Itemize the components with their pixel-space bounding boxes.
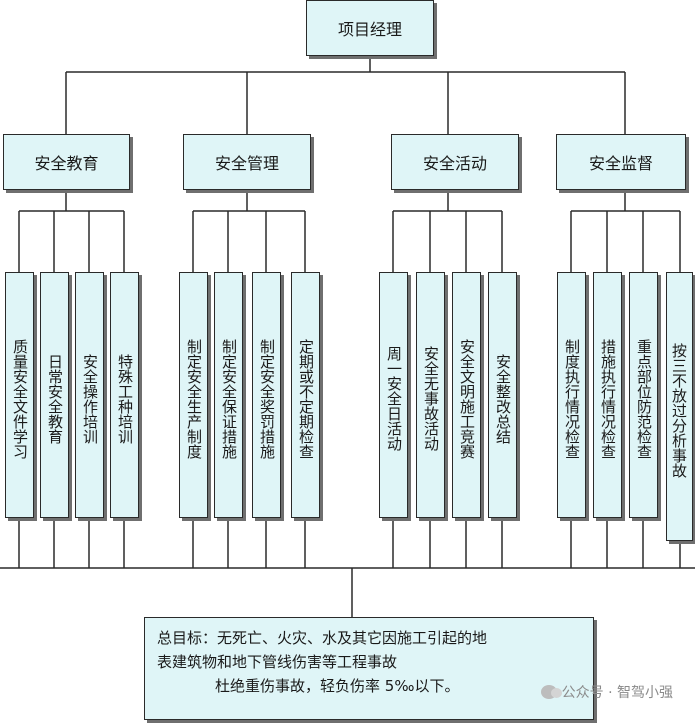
wechat-icon	[540, 685, 562, 699]
watermark: 公众号 · 智驾小强	[540, 682, 673, 702]
leaf-label: 定期或不定期检查	[297, 338, 315, 459]
leaf-label: 日常安全教育	[46, 353, 64, 444]
root-node-project-manager: 项目经理	[306, 0, 434, 56]
category-safety-activities: 安全活动	[391, 134, 519, 190]
root-node-label: 项目经理	[337, 20, 402, 39]
leaf-label: 周一安全日活动	[385, 346, 403, 451]
leaf-measure-execution-check: 措施执行情况检查	[593, 272, 622, 518]
leaf-safety-operation-training: 安全操作培训	[75, 272, 104, 518]
leaf-safety-reward-penalty-measures: 制定安全奖罚措施	[252, 272, 281, 518]
leaf-daily-safety-education: 日常安全教育	[40, 272, 69, 518]
category-safety-management: 安全管理	[183, 134, 311, 190]
leaf-civilized-construction-contest: 安全文明施工竞赛	[452, 272, 481, 518]
leaf-accident-analysis: 按三不放过分析事故	[666, 272, 693, 541]
category-label: 安全活动	[422, 154, 487, 173]
leaf-key-area-prevention-check: 重点部位防范检查	[629, 272, 658, 518]
leaf-label: 安全操作培训	[81, 353, 99, 444]
leaf-label: 安全文明施工竞赛	[458, 338, 476, 459]
leaf-label: 特殊工种培训	[116, 353, 134, 444]
goal-line-1: 总目标：无死亡、火灾、水及其它因施工引起的地	[157, 629, 488, 647]
category-safety-supervision: 安全监督	[556, 134, 686, 190]
leaf-special-work-training: 特殊工种培训	[110, 272, 139, 518]
leaf-label: 制定安全奖罚措施	[258, 338, 276, 459]
leaf-monday-safety-day: 周一安全日活动	[379, 272, 408, 518]
goal-line-2: 表建筑物和地下管线伤害等工程事故	[157, 653, 398, 671]
leaf-safety-guarantee-measures: 制定安全保证措施	[214, 272, 243, 518]
leaf-label: 质量安全文件学习	[11, 338, 29, 459]
leaf-label: 安全整改总结	[494, 353, 512, 444]
leaf-label: 制度执行情况检查	[563, 338, 581, 459]
leaf-label: 制定安全生产制度	[185, 338, 203, 459]
watermark-text: 公众号 · 智驾小强	[561, 685, 673, 701]
leaf-label: 制定安全保证措施	[220, 338, 238, 459]
leaf-safety-production-system: 制定安全生产制度	[179, 272, 208, 518]
overall-goal-box: 总目标：无死亡、火灾、水及其它因施工引起的地 表建筑物和地下管线伤害等工程事故 …	[144, 617, 594, 720]
leaf-no-accident-activity: 安全无事故活动	[416, 272, 445, 518]
leaf-label: 重点部位防范检查	[635, 338, 653, 459]
leaf-quality-safety-document-study: 质量安全文件学习	[5, 272, 34, 518]
leaf-label: 按三不放过分析事故	[670, 342, 688, 478]
category-safety-education: 安全教育	[3, 134, 130, 190]
goal-line-3: 杜绝重伤事故，轻负伤率 5‰以下。	[215, 677, 460, 695]
category-label: 安全教育	[34, 154, 99, 173]
category-label: 安全管理	[214, 154, 279, 173]
leaf-label: 安全无事故活动	[422, 346, 440, 451]
leaf-label: 措施执行情况检查	[599, 338, 617, 459]
leaf-system-execution-check: 制度执行情况检查	[557, 272, 586, 518]
leaf-periodic-inspection: 定期或不定期检查	[291, 272, 320, 518]
leaf-safety-rectification-summary: 安全整改总结	[488, 272, 517, 518]
category-label: 安全监督	[588, 154, 653, 173]
